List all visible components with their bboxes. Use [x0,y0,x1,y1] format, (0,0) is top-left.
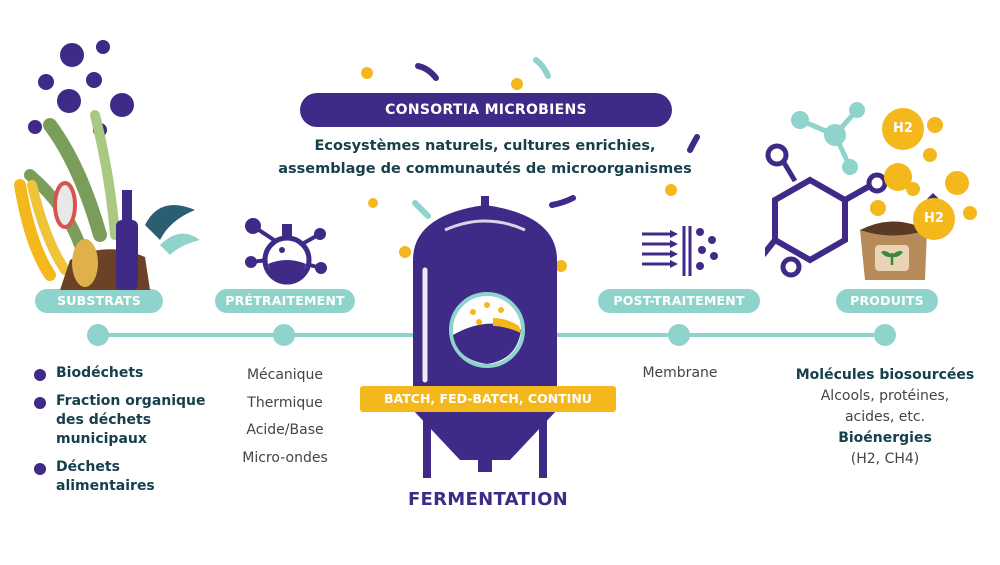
post-traitement-methods: Membrane [642,365,718,381]
timeline-node-produits [874,324,896,346]
pretraitement-methods: Mécanique Thermique Acide/Base Micro-ond… [242,367,328,466]
substrats-list: Biodéchets Fraction organique des déchet… [34,364,234,505]
fermentation-title: FERMENTATION [407,489,569,510]
bullet-dot [34,463,46,475]
fermenter-tank-illustration [413,196,557,478]
list-item: Déchets alimentaires [34,458,234,496]
substrats-illustration [14,40,200,290]
produits-illustration [765,102,977,280]
consortia-banner: CONSORTIA MICROBIENS [300,93,672,127]
timeline-node-substrats [87,324,109,346]
flask-icon [245,218,327,285]
h2-bubble-1: H2 [882,108,924,150]
stage-label-post-traitement: POST-TRAITEMENT [598,289,760,313]
stage-label-produits: PRODUITS [836,289,938,313]
membrane-filter-icon [642,226,718,276]
produits-details: Molécules biosourcées Alcools, protéines… [795,367,975,467]
list-item: Fraction organique des déchets municipau… [34,392,234,449]
stage-label-pretraitement: PRÉTRAITEMENT [215,289,355,313]
stage-label-substrats: SUBSTRATS [35,289,163,313]
bullet-dot [34,397,46,409]
bullet-dot [34,369,46,381]
timeline-node-pretraitement [273,324,295,346]
h2-bubble-2: H2 [913,198,955,240]
fermentation-modes-banner: BATCH, FED-BATCH, CONTINU [360,386,616,412]
list-item: Biodéchets [34,364,234,383]
timeline-node-post-traitement [668,324,690,346]
consortia-description: Ecosystèmes naturels, cultures enrichies… [278,138,692,177]
